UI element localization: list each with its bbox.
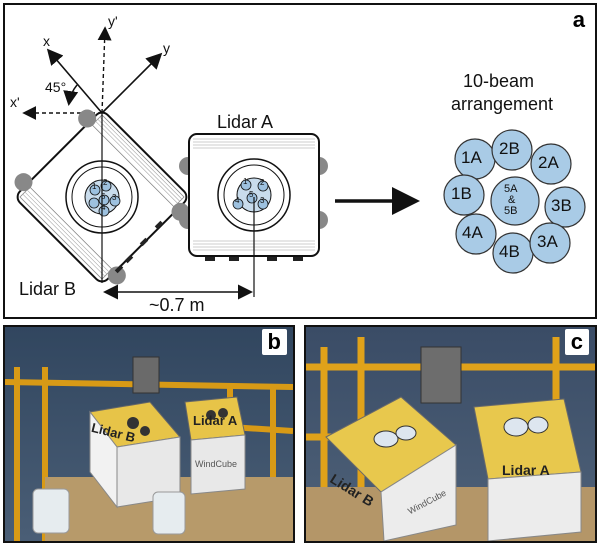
photo-c-illustration bbox=[306, 327, 595, 541]
photo-c-lidar-a: Lidar A bbox=[502, 462, 550, 478]
photo-b-lidar-a: Lidar A bbox=[193, 413, 238, 428]
beam-4A: 4A bbox=[462, 223, 483, 242]
beam-2A: 2A bbox=[538, 153, 559, 172]
beam-5B: 5B bbox=[504, 205, 518, 217]
lidar-b-beam-1: 1 bbox=[92, 182, 97, 191]
angle-label: 45° bbox=[45, 79, 67, 95]
beam-title-line1: 10-beam bbox=[463, 71, 535, 91]
lidar-b-beam-4: 4 bbox=[101, 203, 106, 212]
panel-c-letter: c bbox=[564, 329, 589, 355]
lidar-a-label: Lidar A bbox=[217, 112, 274, 132]
panel-c-photo: c Lidar B Lidar A WindCube bbox=[304, 325, 597, 543]
lidar-b-beam-2: 2 bbox=[103, 178, 108, 187]
lidar-b-beam-3: 3 bbox=[112, 193, 117, 202]
lidar-a-unit bbox=[179, 133, 328, 297]
panel-a: a bbox=[3, 3, 597, 319]
beam-title-line2: arrangement bbox=[451, 94, 554, 114]
lidar-a-beam-1: 1 bbox=[243, 177, 248, 186]
y-prime-axis-label: y' bbox=[108, 13, 118, 29]
beam-5A: 5A bbox=[504, 183, 518, 195]
x-axis-label: x bbox=[43, 33, 50, 49]
panel-b-photo: b Lidar B Lidar A WindCube bbox=[3, 325, 295, 543]
lidar-b-beam-cluster bbox=[88, 113, 121, 283]
lidar-a-beam-4: 4 bbox=[235, 196, 240, 205]
distance-label: ~0.7 m bbox=[149, 295, 205, 315]
panel-b-letter: b bbox=[261, 329, 287, 355]
y-axis-label: y bbox=[163, 40, 170, 56]
lidar-b-beam-5: 5 bbox=[101, 192, 106, 201]
lidar-a-beam-5: 5 bbox=[249, 190, 254, 199]
beam-3A: 3A bbox=[537, 232, 558, 251]
beam-1A: 1A bbox=[461, 148, 482, 167]
beam-3B: 3B bbox=[551, 196, 572, 215]
beam-center-amp: & bbox=[508, 194, 516, 206]
panel-a-letter: a bbox=[572, 7, 585, 32]
x-prime-axis-label: x' bbox=[10, 94, 20, 110]
coordinate-axes bbox=[22, 26, 163, 120]
lidar-b-label: Lidar B bbox=[19, 279, 77, 299]
beam-1B: 1B bbox=[451, 184, 472, 203]
schematic-diagram bbox=[14, 26, 586, 300]
photo-b-brand: WindCube bbox=[195, 459, 238, 469]
lidar-a-beam-2: 2 bbox=[260, 178, 265, 187]
beam-arrangement bbox=[443, 129, 586, 274]
lidar-a-beam-3: 3 bbox=[260, 196, 265, 205]
photo-b-illustration bbox=[5, 327, 293, 541]
beam-2B: 2B bbox=[499, 139, 520, 158]
beam-4B: 4B bbox=[499, 242, 520, 261]
